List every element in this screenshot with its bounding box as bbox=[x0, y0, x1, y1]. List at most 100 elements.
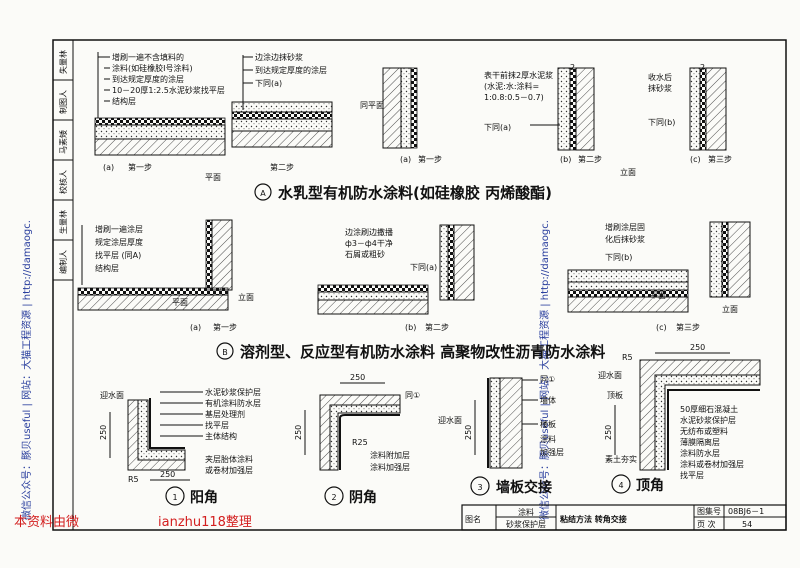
svg-text:下同(a): 下同(a) bbox=[484, 123, 511, 132]
detail-1-outside-corner: 迎水面 水泥砂浆保护层 有机涂料防水层 基层处理剂 找平层 主体结构 夹层胎体涂… bbox=[99, 387, 261, 506]
svg-text:涂料: 涂料 bbox=[518, 507, 534, 517]
section-b-left-figure: 增刷一遍涂层 规定涂层厚度 找平层 (同A) 结构层 平面 立面 (a) 第一步 bbox=[77, 219, 254, 332]
sidebar-cell-1: 制图人 bbox=[58, 90, 68, 114]
svg-text:主体结构: 主体结构 bbox=[205, 431, 237, 441]
svg-text:250: 250 bbox=[604, 425, 613, 440]
svg-text:250: 250 bbox=[294, 425, 303, 440]
svg-text:增刷涂层固: 增刷涂层固 bbox=[605, 222, 645, 232]
svg-text:第三步: 第三步 bbox=[676, 322, 700, 332]
section-a-left-figure: 增刷一遍不含填料的 涂料(如硅橡胶Ⅰ号涂料) 到达规定厚度的涂层 10－20厚1… bbox=[94, 52, 226, 182]
svg-text:平面: 平面 bbox=[205, 173, 221, 182]
section-a-badge bbox=[254, 183, 272, 201]
svg-text:250: 250 bbox=[160, 470, 175, 479]
svg-text:迎水面: 迎水面 bbox=[598, 370, 622, 380]
svg-text:涂料附加层: 涂料附加层 bbox=[370, 450, 410, 460]
svg-text:楼板: 楼板 bbox=[540, 419, 556, 429]
svg-text:下同(b): 下同(b) bbox=[648, 118, 675, 127]
svg-text:第一步: 第一步 bbox=[213, 322, 237, 332]
svg-text:平面: 平面 bbox=[172, 298, 188, 307]
svg-text:2: 2 bbox=[331, 493, 336, 502]
section-b-mid-figure: 边涂刷边撒播 ф3－ф4干净 石屑或粗砂 下同(a) (b) 第二步 bbox=[317, 224, 475, 332]
svg-text:基层处理剂: 基层处理剂 bbox=[205, 409, 245, 419]
svg-text:R5: R5 bbox=[128, 475, 139, 484]
sidebar-cell-0: 失量林 bbox=[58, 50, 68, 74]
svg-text:第二步: 第二步 bbox=[425, 322, 449, 332]
svg-text:涂料或卷材加强层: 涂料或卷材加强层 bbox=[680, 459, 744, 469]
detail-3-wall-slab-joint: 迎水面 同① 墙体 楼板 涂料 加强层 250 3 墙板交接 bbox=[438, 375, 564, 496]
svg-text:第二步: 第二步 bbox=[578, 154, 602, 164]
svg-text:图集号: 图集号 bbox=[697, 506, 721, 516]
svg-text:石屑或粗砂: 石屑或粗砂 bbox=[345, 249, 385, 259]
section-a-heading: 水乳型有机防水涂料(如硅橡胶 丙烯酸酯) bbox=[278, 184, 552, 202]
svg-text:立面: 立面 bbox=[620, 167, 636, 177]
svg-text:薄膜隔离层: 薄膜隔离层 bbox=[680, 437, 720, 447]
svg-text:无纺布或塑料: 无纺布或塑料 bbox=[680, 426, 728, 436]
svg-text:(c): (c) bbox=[656, 323, 667, 332]
svg-text:有机涂料防水层: 有机涂料防水层 bbox=[205, 398, 261, 408]
title-main: 粘结方法 转角交接 bbox=[559, 514, 627, 524]
page-number: 54 bbox=[742, 520, 752, 529]
svg-text:水泥砂浆保护层: 水泥砂浆保护层 bbox=[205, 387, 261, 397]
svg-text:(a): (a) bbox=[400, 155, 411, 164]
svg-text:或卷材加强层: 或卷材加强层 bbox=[205, 465, 253, 475]
svg-text:2: 2 bbox=[570, 63, 575, 72]
svg-text:第三步: 第三步 bbox=[708, 154, 732, 164]
svg-text:1: 1 bbox=[172, 493, 177, 502]
svg-text:(b): (b) bbox=[405, 323, 416, 332]
watermark-left: 微信公众号：豚贝useful | 网站：大猫工程资源 | http://dama… bbox=[20, 220, 33, 520]
svg-text:第一步: 第一步 bbox=[128, 162, 152, 172]
svg-text:增刷一遍涂层: 增刷一遍涂层 bbox=[95, 224, 143, 234]
svg-text:R25: R25 bbox=[352, 438, 368, 447]
svg-text:表干前抹2厚水泥浆: 表干前抹2厚水泥浆 bbox=[484, 70, 553, 80]
svg-text:下同(a): 下同(a) bbox=[410, 263, 437, 272]
svg-text:迎水面: 迎水面 bbox=[100, 390, 124, 400]
svg-text:ф3－ф4干净: ф3－ф4干净 bbox=[345, 238, 393, 248]
svg-text:平面: 平面 bbox=[650, 291, 666, 300]
watermark-bottom-right: ianzhu118整理 bbox=[158, 515, 252, 530]
title-fig-name-label: 图名 bbox=[465, 514, 481, 524]
svg-text:找平层 (同A): 找平层 (同A) bbox=[95, 250, 141, 260]
watermark-bottom-left: 本资料由微 bbox=[14, 515, 79, 530]
detail-3-badge bbox=[470, 476, 490, 496]
svg-text:顶板: 顶板 bbox=[607, 390, 623, 400]
detail-1-badge bbox=[165, 486, 185, 506]
sidebar-cell-3: 校核人 bbox=[58, 170, 68, 194]
svg-text:2: 2 bbox=[700, 63, 705, 72]
svg-text:砂浆保护层: 砂浆保护层 bbox=[506, 519, 546, 529]
svg-text:立面: 立面 bbox=[238, 292, 254, 302]
svg-text:50厚细石混凝土: 50厚细石混凝土 bbox=[680, 404, 738, 414]
detail-2-inside-corner: 250 同① 250 R25 涂料附加层 涂料加强层 2 阴角 bbox=[294, 373, 420, 506]
detail-2-badge bbox=[324, 486, 344, 506]
watermark-right: 微信公众号：豚贝useful | 网站：大猫工程资源 | http://dama… bbox=[538, 220, 551, 520]
svg-text:下同(b): 下同(b) bbox=[605, 253, 632, 262]
svg-text:边涂刷边撒播: 边涂刷边撒播 bbox=[345, 227, 393, 237]
section-b-title: B 溶剂型、反应型有机防水涂料 高聚物改性沥青防水涂料 bbox=[216, 342, 605, 361]
svg-text:结构层: 结构层 bbox=[95, 263, 119, 273]
svg-text:1:0.8:0.5－0.7): 1:0.8:0.5－0.7) bbox=[484, 93, 544, 102]
svg-text:找平层: 找平层 bbox=[205, 420, 229, 430]
detail-4-title: 顶角 bbox=[636, 477, 664, 494]
svg-text:结构层: 结构层 bbox=[112, 96, 136, 106]
svg-text:涂料: 涂料 bbox=[540, 434, 556, 444]
sidebar-cell-2: 马素矮 bbox=[58, 130, 68, 154]
detail-3-title: 墙板交接 bbox=[496, 479, 552, 496]
svg-text:边涂边抹砂浆: 边涂边抹砂浆 bbox=[255, 52, 303, 62]
svg-text:250: 250 bbox=[464, 425, 473, 440]
sidebar-cell-4: 生量林 bbox=[58, 210, 68, 234]
detail-1-title: 阳角 bbox=[190, 489, 218, 506]
svg-text:增刷一遍不含填料的: 增刷一遍不含填料的 bbox=[112, 52, 184, 62]
section-b-right-figure: 增刷涂层固 化后抹砂浆 下同(b) 平面 立面 (c) 第三步 bbox=[567, 221, 751, 332]
svg-text:收水后: 收水后 bbox=[648, 72, 672, 82]
section-a-title: A 水乳型有机防水涂料(如硅橡胶 丙烯酸酯) bbox=[254, 183, 552, 202]
title-block: 图名 涂料 砂浆保护层 粘结方法 转角交接 图集号 08BJ6－1 页 次 54 bbox=[461, 504, 787, 531]
svg-text:4: 4 bbox=[618, 481, 623, 490]
svg-text:找平层: 找平层 bbox=[680, 470, 704, 480]
svg-text:(b): (b) bbox=[560, 155, 571, 164]
svg-text:加强层: 加强层 bbox=[540, 447, 564, 457]
svg-text:涂料防水层: 涂料防水层 bbox=[680, 448, 720, 458]
detail-4-top-corner: 250 R5 迎水面 顶板 250 素土夯实 50厚细石混凝土 水泥砂浆保护层 … bbox=[598, 343, 761, 494]
svg-text:同平面: 同平面 bbox=[360, 101, 384, 110]
svg-text:墙体: 墙体 bbox=[540, 395, 556, 405]
svg-text:夹层胎体涂料: 夹层胎体涂料 bbox=[205, 454, 253, 464]
